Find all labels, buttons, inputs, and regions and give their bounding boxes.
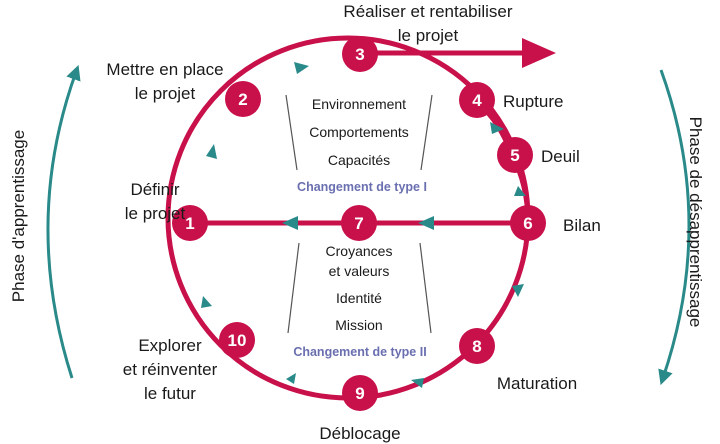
node-2-label: Mettre en place — [106, 60, 223, 79]
learning-phase-label: Phase d'apprentissage — [9, 130, 28, 302]
node-2-label: le projet — [135, 84, 196, 103]
arrow-to-4-5 — [490, 122, 504, 134]
node-9-label: Déblocage — [319, 424, 400, 443]
center-dividers — [285, 94, 433, 334]
node-8-circle — [459, 328, 495, 364]
arrow-bottom — [286, 373, 296, 384]
node-4-circle — [459, 82, 495, 118]
change-type-2: Changement de type II — [293, 345, 426, 359]
node-3-circle — [342, 36, 378, 72]
node-1-circle — [172, 205, 208, 241]
output-arrow — [375, 38, 556, 68]
node-10-label: Explorer — [138, 336, 202, 355]
node-4-label: Rupture — [503, 92, 563, 111]
node-6-label: Bilan — [563, 216, 601, 235]
lower-item: Identité — [336, 290, 382, 306]
node-4-number: 4 — [472, 91, 482, 110]
node-1-label: le projet — [125, 204, 186, 223]
arrow-center-left-2 — [418, 216, 434, 230]
upper-item: Comportements — [309, 124, 409, 140]
node-2-circle — [225, 81, 261, 117]
node-3-number: 3 — [355, 45, 364, 64]
node-8-number: 8 — [472, 337, 481, 356]
node-6-circle — [510, 205, 546, 241]
node-5-circle — [497, 137, 533, 173]
flow-arrows — [201, 62, 526, 388]
lower-item: et valeurs — [329, 263, 390, 279]
node-2-number: 2 — [238, 90, 247, 109]
node-7-circle — [341, 205, 377, 241]
arrow-upper-left — [294, 62, 309, 74]
node-10-circle — [219, 322, 255, 358]
node-10-number: 10 — [228, 331, 247, 350]
upper-center-list: Environnement Comportements Capacités — [309, 96, 409, 168]
node-5-number: 5 — [510, 146, 519, 165]
node-10-label: le futur — [144, 384, 196, 403]
node-5-label: Deuil — [541, 147, 580, 166]
arrow-right-down — [512, 284, 524, 297]
change-type-1: Changement de type I — [297, 180, 427, 194]
node-9-number: 9 — [355, 384, 364, 403]
learning-phase-arrow — [46, 64, 81, 379]
node-1-number: 1 — [185, 214, 194, 233]
upper-item: Capacités — [328, 152, 390, 168]
node-7-number: 7 — [354, 214, 363, 233]
node-group: 1 2 3 4 5 6 7 8 9 10 — [172, 36, 546, 411]
node-9-circle — [342, 375, 378, 411]
arrow-to-6 — [514, 186, 526, 196]
arrow-lower-right — [411, 378, 424, 388]
lower-item: Croyances — [326, 243, 393, 259]
arrow-lower-left — [201, 296, 212, 308]
node-3-label: Réaliser et rentabiliser — [343, 2, 512, 21]
unlearning-phase-label: Phase de désapprentissage — [686, 117, 705, 328]
lower-item: Mission — [335, 317, 382, 333]
node-6-number: 6 — [523, 214, 532, 233]
upper-item: Environnement — [312, 96, 406, 112]
arrow-center-left-1 — [282, 216, 298, 230]
lower-center-list: Croyances et valeurs Identité Mission — [326, 243, 393, 333]
node-1-label: Définir — [130, 180, 179, 199]
node-8-label: Maturation — [497, 374, 577, 393]
arrow-up-left — [206, 144, 217, 159]
node-3-label: le projet — [398, 26, 459, 45]
unlearning-phase-arrow — [658, 69, 691, 386]
node-10-label: et réinventer — [123, 360, 218, 379]
